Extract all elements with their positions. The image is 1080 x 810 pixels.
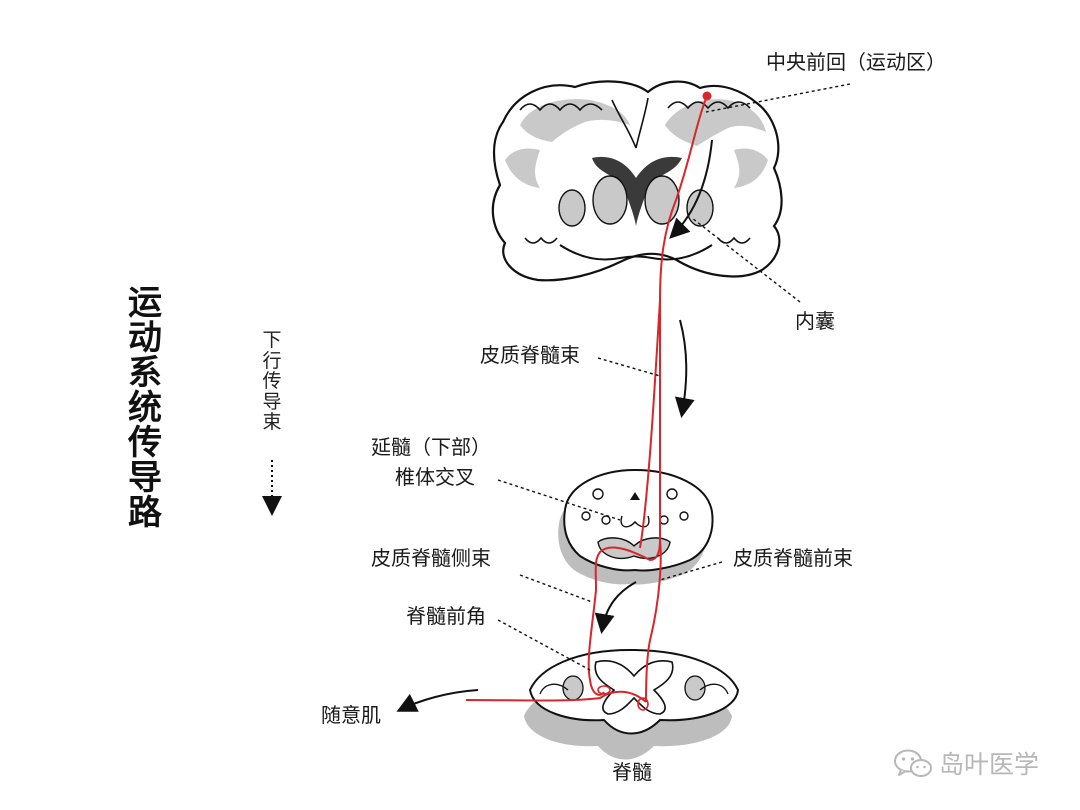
- lateral-ventricles: [592, 156, 682, 226]
- putamen-right: [686, 189, 714, 227]
- wechat-icon: [894, 749, 932, 777]
- medulla-section: [558, 468, 714, 585]
- pathway-to-muscle: [465, 690, 647, 703]
- pathway-crossing: [639, 299, 661, 549]
- pathway-main: [587, 95, 708, 696]
- watermark-text: 岛叶医学: [939, 749, 1040, 779]
- label-internal-capsule: 内囊: [795, 309, 835, 333]
- pathway-anterior: [645, 539, 662, 703]
- spinal-cord-section: [524, 648, 740, 760]
- flow-arrows: [262, 139, 713, 712]
- caudate-right: [644, 175, 680, 225]
- main-title: 运动系统传导路: [128, 283, 162, 534]
- leader-lines: [497, 83, 851, 671]
- watermark: 岛叶医学: [893, 748, 1039, 780]
- label-precentral-gyrus: 中央前回（运动区）: [766, 50, 946, 74]
- label-voluntary-muscle: 随意肌: [321, 703, 381, 727]
- cortex-lower-left: [505, 148, 540, 188]
- label-pyramidal-decussation: 椎体交叉: [395, 465, 475, 489]
- motor-pathway: [465, 95, 708, 703]
- cortex-lower-right: [734, 148, 768, 188]
- label-anterior-horn: 脊髓前角: [406, 604, 486, 628]
- label-corticospinal-tract: 皮质脊髓束: [480, 343, 580, 367]
- pathway-origin: [702, 91, 712, 101]
- label-lateral-corticospinal-tract: 皮质脊髓侧束: [371, 546, 491, 570]
- caudate-left: [592, 175, 628, 225]
- brain-coronal-section: [491, 80, 783, 282]
- cortex-right: [665, 99, 766, 146]
- label-anterior-corticospinal-tract: 皮质脊髓前束: [733, 546, 853, 570]
- label-medulla: 延髓（下部）: [371, 435, 491, 459]
- label-spinal-cord: 脊髓: [612, 760, 652, 784]
- pyramids: [597, 537, 671, 560]
- putamen-left: [558, 189, 586, 227]
- descending-tract-label: 下行传导束: [262, 329, 282, 434]
- cortex-left: [520, 99, 630, 142]
- spinal-gray-matter: [594, 660, 674, 715]
